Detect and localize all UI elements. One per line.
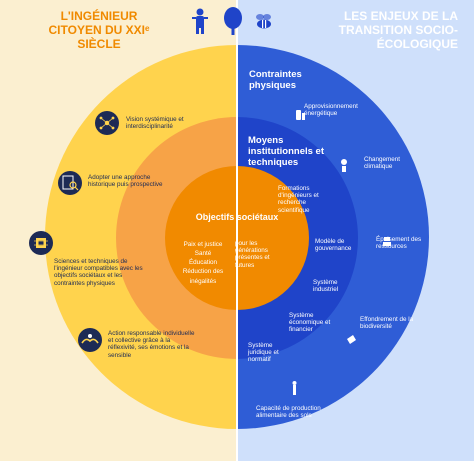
middle-item-1: Formations d'ingénieurs et recherche sci…: [278, 185, 319, 214]
middle-item-2: Modèle de gouvernance: [315, 238, 352, 253]
energy-icon: [296, 110, 305, 120]
center-title: Objectifs sociétaux: [195, 212, 279, 222]
hands-icon: [78, 328, 102, 352]
center-item-education: Éducation: [188, 259, 217, 267]
middle-item-3: Système industriel: [313, 279, 339, 294]
middle-ring-title: Moyens institutionnels et techniques: [248, 135, 324, 168]
center-left-list: Paix et justice Santé Éducation Réductio…: [174, 240, 232, 286]
chip-icon: [29, 231, 53, 255]
document-search-icon: [58, 171, 82, 195]
outer-item-4: Effondrement de la biodiversité: [360, 316, 414, 331]
center-item-health: Santé: [194, 250, 212, 258]
soil-icon: [292, 381, 297, 395]
center-item-peace: Paix et justice: [183, 241, 223, 248]
tree-icon: [224, 7, 242, 35]
header-left-title: L'INGÉNIEUR CITOYEN DU XXIᵉ SIÈCLE: [48, 9, 150, 51]
left-item-4: Action responsable individuelle et colle…: [108, 330, 195, 359]
left-item-1: Vision systémique et interdisciplinarité: [126, 116, 184, 131]
outer-item-3: Épuisement des ressources: [376, 236, 422, 251]
outer-item-1: Approvisionnement énergétique: [304, 103, 358, 118]
left-item-2: Adopter une approche historique puis pro…: [88, 174, 163, 189]
outer-ring-title: Contraintes physiques: [249, 69, 302, 91]
resources-icon: [383, 237, 391, 246]
outer-item-2: Changement climatique: [364, 156, 401, 171]
biodiversity-icon: [347, 335, 356, 344]
network-icon: [95, 111, 119, 135]
center-right-text: pour les générations présentes et future…: [235, 240, 270, 269]
middle-item-5: Système juridique et normatif: [248, 342, 279, 364]
middle-item-4: Système économique et financier: [289, 312, 331, 334]
outer-item-5: Capacité de production alimentaire des s…: [256, 405, 321, 420]
people-icon: [192, 8, 208, 34]
left-item-3: Sciences et techniques de l'ingénieur co…: [54, 258, 143, 287]
climate-icon: [341, 159, 347, 172]
center-item-inequality: Réduction des inégalités: [182, 268, 224, 285]
header-right-title: LES ENJEUX DE LA TRANSITION SOCIO-ÉCOLOG…: [338, 9, 458, 51]
bee-icon: [256, 14, 271, 29]
top-icons: [190, 6, 280, 36]
